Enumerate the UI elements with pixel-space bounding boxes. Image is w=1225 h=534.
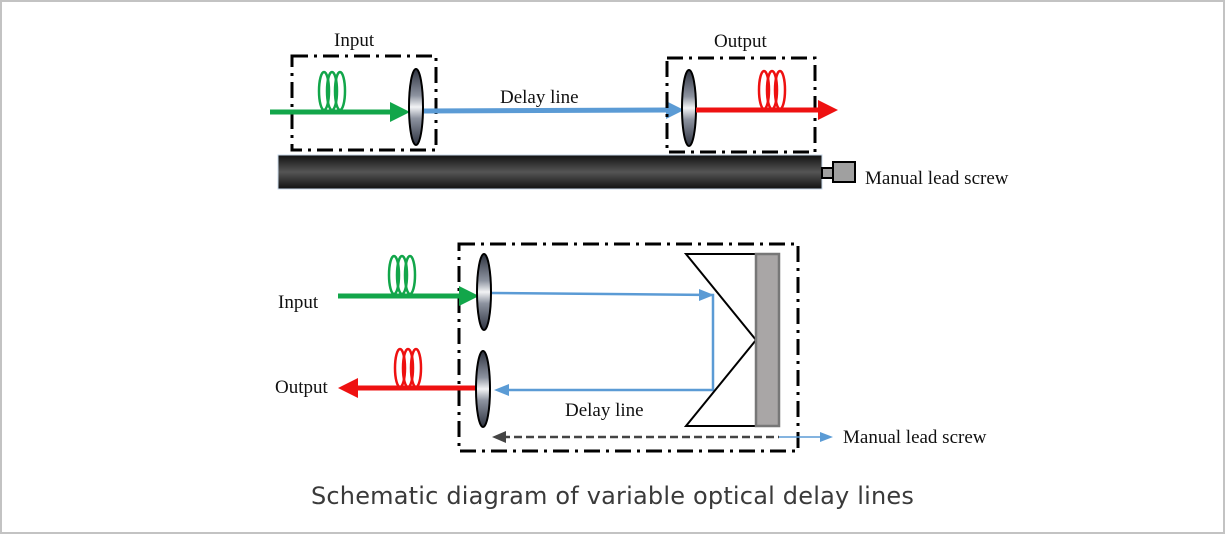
translation-arrowhead <box>492 431 506 443</box>
bottom-output-coil-icon <box>393 347 423 389</box>
beam-forward-arrowhead <box>699 289 714 301</box>
bottom-output-lens <box>475 350 491 428</box>
bottom-input-coil-icon <box>387 254 417 296</box>
bottom-output-arrowhead <box>338 378 358 398</box>
free-space-beam <box>423 107 671 114</box>
translation-rail <box>277 154 823 190</box>
beam-return-arrowhead <box>494 384 509 396</box>
lead-screw-knob <box>832 161 856 183</box>
bottom-input-lens <box>476 253 492 331</box>
bottom-screw-label: Manual lead screw <box>843 427 987 448</box>
output-arrowhead <box>818 100 838 120</box>
top-screw-label: Manual lead screw <box>865 168 1009 189</box>
input-arrowhead <box>390 102 410 122</box>
mirror-mount <box>754 252 781 428</box>
top-delay-label: Delay line <box>500 87 579 108</box>
top-diagram: Input Delay line Output Manual lead <box>270 30 1009 190</box>
figure-caption: Schematic diagram of variable optical de… <box>310 482 915 510</box>
input-fiber-coil-icon <box>317 70 347 112</box>
input-module-box <box>290 54 438 152</box>
beam-path <box>491 291 715 392</box>
bottom-diagram: Input Output Delay line Manual <box>275 242 987 453</box>
output-fiber-coil-icon <box>757 69 787 111</box>
top-output-label: Output <box>714 31 768 52</box>
input-lens <box>408 68 424 146</box>
screw-pointer-arrowhead <box>820 432 833 442</box>
output-module-box <box>665 56 817 154</box>
retroreflector-prism <box>683 253 758 427</box>
bottom-delay-label: Delay line <box>565 400 644 421</box>
delay-enclosure-box <box>457 242 800 453</box>
bottom-input-label: Input <box>278 292 319 313</box>
beam-arrowhead <box>666 101 684 119</box>
bottom-output-label: Output <box>275 377 329 398</box>
bottom-input-arrowhead <box>459 286 479 306</box>
top-input-label: Input <box>334 30 375 51</box>
output-lens <box>681 69 697 147</box>
